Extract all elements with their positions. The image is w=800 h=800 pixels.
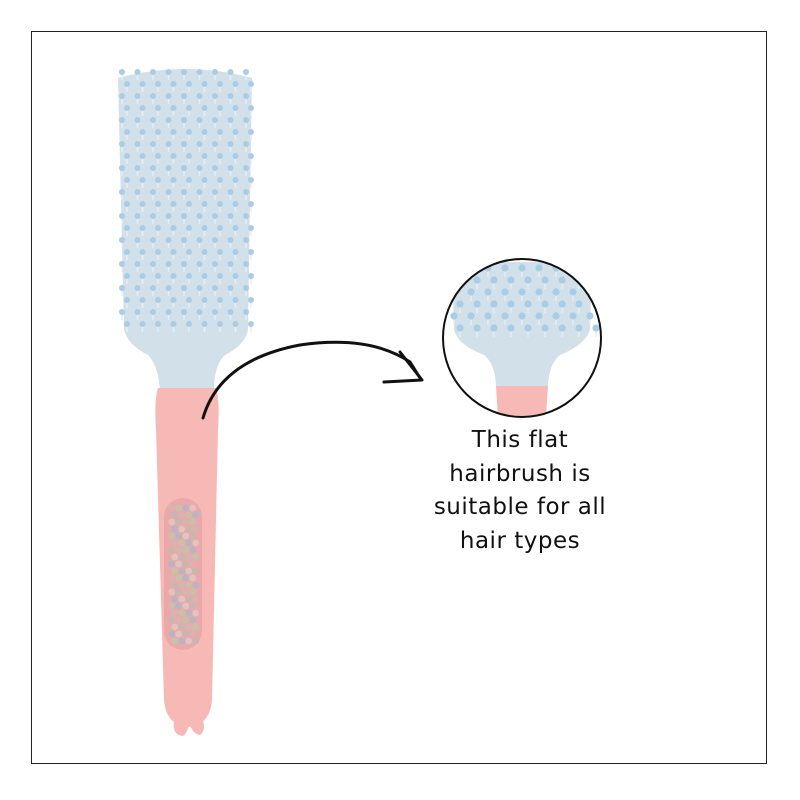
hairbrush [118,69,254,736]
caption-line: hairbrush is [449,460,591,487]
arrow-head-icon [382,350,424,384]
arrow-curve [201,340,422,420]
zoom-detail [444,260,600,416]
caption-line: This flat [471,427,569,453]
image-frame [31,31,767,764]
caption: This flat hairbrush is suitable for all … [400,424,640,558]
caption-line: suitable for all [433,494,607,520]
zoom-circle [442,258,602,418]
caption-line: hair types [459,527,581,554]
